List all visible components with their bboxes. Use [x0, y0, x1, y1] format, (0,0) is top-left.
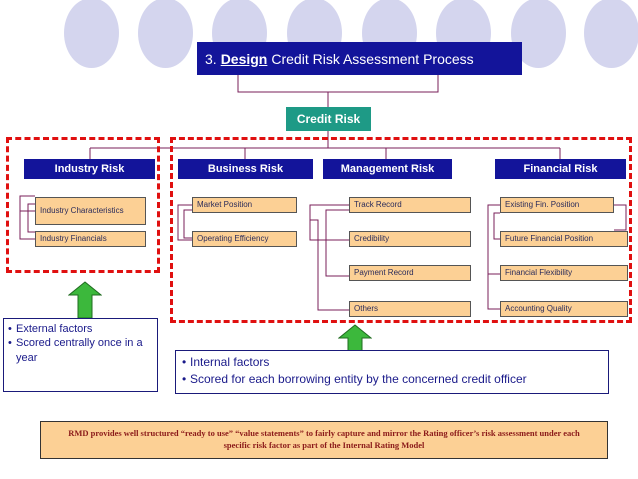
category-industry-risk: Industry Risk: [24, 159, 155, 179]
internal-factors-note: Internal factors Scored for each borrowi…: [175, 350, 609, 394]
arrow-up-icon: [68, 281, 102, 319]
process-title: 3. Design Credit Risk Assessment Process: [197, 42, 522, 75]
risk-factor-item: Operating Efficiency: [192, 231, 297, 247]
category-financial-risk: Financial Risk: [495, 159, 626, 179]
risk-factor-item: Existing Fin. Position: [500, 197, 614, 213]
risk-factor-item: Market Position: [192, 197, 297, 213]
risk-factor-item: Accounting Quality: [500, 301, 628, 317]
footer-statement: RMD provides well structured “ready to u…: [40, 421, 608, 459]
decorative-circle: [138, 0, 193, 68]
credit-risk-node: Credit Risk: [286, 107, 371, 131]
decorative-circle: [64, 0, 119, 68]
internal-factors-region: [170, 137, 632, 323]
note-bullet: Scored for each borrowing entity by the …: [182, 371, 602, 389]
risk-factor-item: Industry Financials: [35, 231, 146, 247]
footer-text: RMD provides well structured “ready to u…: [68, 428, 580, 450]
decorative-circle: [584, 0, 638, 68]
risk-factor-item: Payment Record: [349, 265, 471, 281]
title-prefix: 3.: [205, 50, 217, 67]
risk-factor-item: Track Record: [349, 197, 471, 213]
risk-factor-item: Others: [349, 301, 471, 317]
note-bullet: Scored centrally once in a year: [8, 336, 153, 365]
title-rest: Credit Risk Assessment Process: [271, 50, 474, 67]
risk-factor-item: Industry Characteristics: [35, 197, 146, 225]
title-emphasis: Design: [220, 50, 268, 67]
category-business-risk: Business Risk: [178, 159, 313, 179]
note-bullet: Internal factors: [182, 354, 602, 372]
risk-factor-item: Financial Flexibility: [500, 265, 628, 281]
external-factors-note: External factors Scored centrally once i…: [3, 318, 158, 392]
external-factors-region: [6, 137, 160, 273]
risk-factor-item: Credibility: [349, 231, 471, 247]
risk-factor-item: Future Financial Position: [500, 231, 628, 247]
note-bullet: External factors: [8, 322, 153, 337]
category-management-risk: Management Risk: [323, 159, 452, 179]
